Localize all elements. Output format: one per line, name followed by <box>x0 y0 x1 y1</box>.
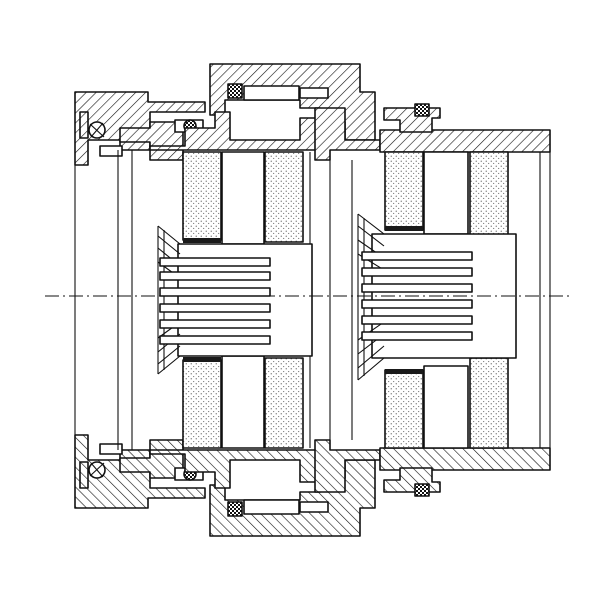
right-contact-pins <box>361 251 473 341</box>
left-contact-assembly <box>157 225 313 375</box>
right-contact-assembly <box>357 213 517 381</box>
